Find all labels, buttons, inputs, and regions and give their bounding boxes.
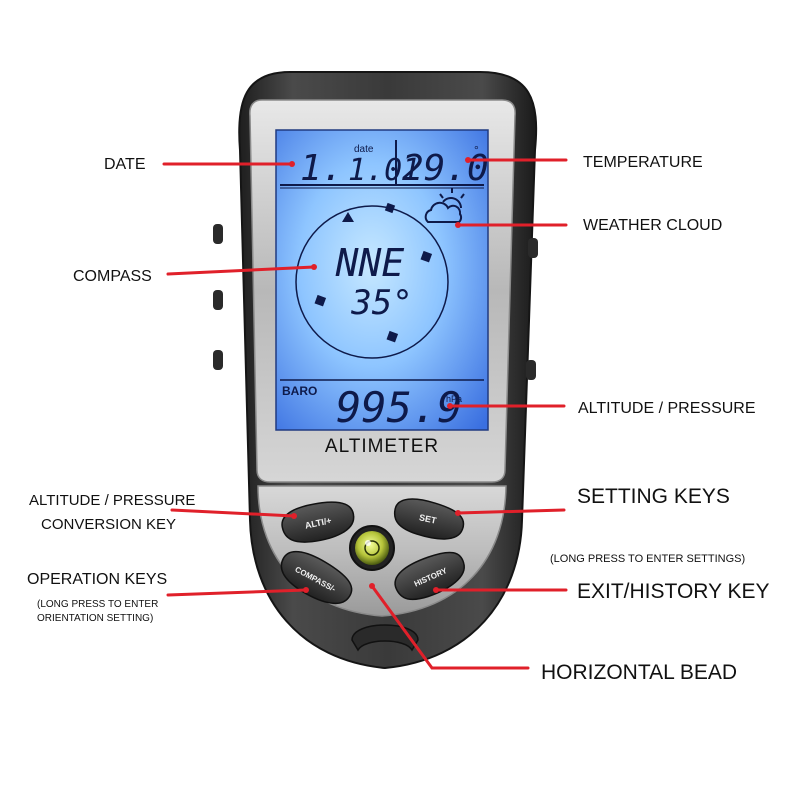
callout-labels: DATE TEMPERATURE WEATHER CLOUD COMPASS A… — [27, 154, 770, 684]
label-temperature: TEMPERATURE — [583, 154, 703, 171]
weather-cloud-icon — [424, 188, 465, 223]
lcd-mode: BARO — [282, 384, 317, 398]
compass-tick — [420, 250, 433, 263]
compass-tick — [384, 202, 396, 214]
compass-tick — [314, 294, 327, 307]
lcd-pressure: 995.9 — [336, 383, 462, 432]
lcd-temperature-unit: ° — [474, 143, 479, 157]
label-date: DATE — [104, 156, 145, 173]
grip-left-1 — [213, 224, 223, 244]
grip-left-2 — [213, 290, 223, 310]
leader-set-key — [456, 508, 566, 515]
history-key[interactable]: HISTORY — [390, 544, 471, 607]
leader-alti-key — [170, 508, 296, 518]
lcd-date-caption: date — [354, 144, 374, 155]
lcd-direction: NNE — [335, 241, 405, 285]
lcd-date: 1.01 — [348, 153, 420, 188]
callout-leaders — [162, 157, 568, 670]
north-marker — [342, 212, 354, 222]
bubble-level — [349, 525, 395, 571]
grip-left-3 — [213, 350, 223, 370]
label-horizontal-bead: HORIZONTAL BEAD — [541, 661, 737, 684]
label-setting-keys-note: (LONG PRESS TO ENTER SETTINGS) — [550, 553, 745, 565]
leader-compass — [166, 265, 316, 276]
leader-operation-key — [166, 588, 308, 597]
lcd-content: 1. date 1.01 29.0 ° NNE 35° BARO 995.9 h… — [280, 140, 489, 432]
grip-right-1 — [528, 238, 538, 258]
lcd-pressure-unit: hPa — [446, 394, 462, 404]
compass-ring — [295, 205, 449, 359]
alti-key[interactable]: ALTI/+ — [279, 496, 357, 547]
lcd-day: 1. — [300, 148, 343, 189]
label-compass: COMPASS — [73, 268, 152, 285]
set-key[interactable]: SET — [391, 495, 467, 544]
set-key-label: SET — [418, 512, 438, 526]
label-alti-key-line2: CONVERSION KEY — [41, 516, 176, 533]
lcd-bearing: 35° — [350, 283, 412, 323]
label-setting-keys: SETTING KEYS — [577, 485, 730, 508]
label-operation-keys: OPERATION KEYS — [27, 571, 167, 588]
label-altitude-pressure: ALTITUDE / PRESSURE — [578, 400, 756, 417]
brand-label: ALTIMETER — [325, 436, 439, 457]
label-weather-cloud: WEATHER CLOUD — [583, 217, 722, 234]
label-operation-keys-note1: (LONG PRESS TO ENTER — [37, 599, 158, 610]
lanyard-loop — [351, 624, 419, 652]
compass-tick — [386, 330, 399, 343]
grip-right-2 — [526, 360, 536, 380]
lcd-temperature: 29.0 — [402, 148, 489, 189]
label-operation-keys-note2: ORIENTATION SETTING) — [37, 613, 153, 624]
label-alti-key-line1: ALTITUDE / PRESSURE — [29, 492, 195, 509]
leader-bead — [370, 584, 530, 670]
label-exit-history-key: EXIT/HISTORY KEY — [577, 580, 770, 603]
